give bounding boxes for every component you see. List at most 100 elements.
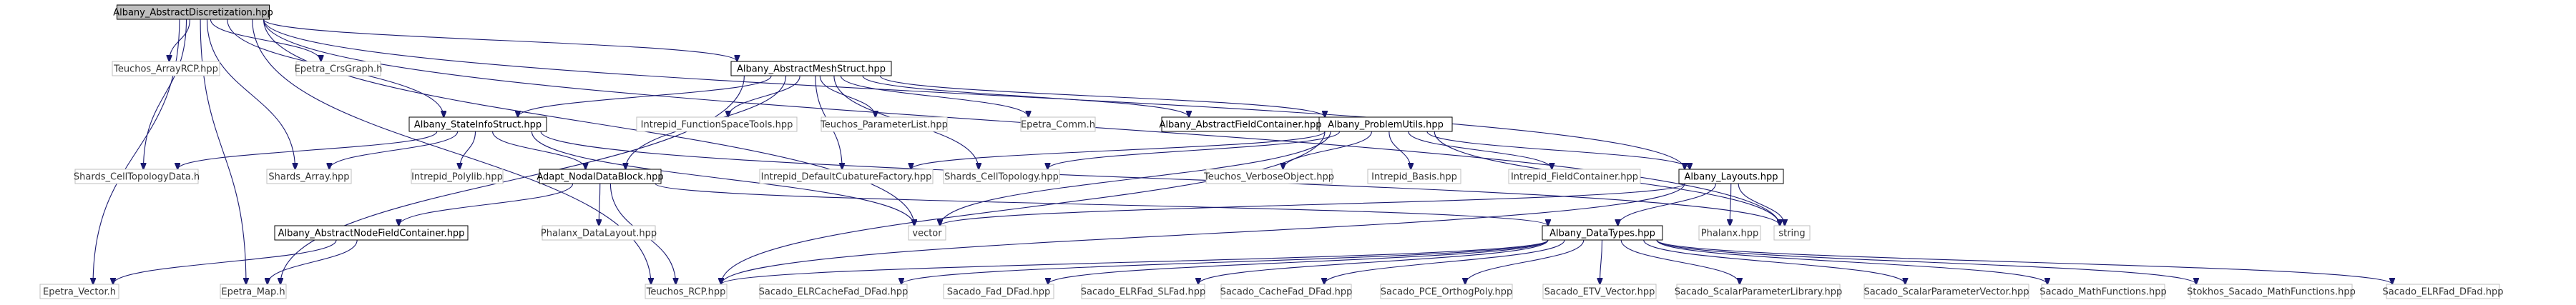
node-label-em: Epetra_Map.h — [221, 287, 285, 298]
node-afc[interactable]: Albany_AbstractFieldContainer.hpp — [1160, 116, 1322, 132]
edge-dt-to-s9 — [1656, 239, 2047, 284]
node-ev: Epetra_Vector.h — [39, 284, 119, 299]
edge-ams-to-ifst — [728, 75, 800, 117]
node-box-idcf — [759, 169, 934, 184]
edge-dt-to-s7 — [1620, 239, 1740, 284]
node-box-ecomm — [1020, 116, 1096, 132]
edge-pu-to-sct — [1047, 131, 1341, 169]
node-s3: Sacado_ELRFad_SLFad.hpp — [1081, 284, 1205, 299]
node-box-s10 — [2190, 284, 2353, 299]
node-label-ifc: Intrepid_FieldContainer.hpp — [1511, 172, 1638, 183]
node-box-pdl — [542, 225, 656, 241]
node-str: string — [1773, 225, 1811, 241]
node-ndb[interactable]: Adapt_NodalDataBlock.hpp — [537, 169, 664, 184]
node-label-ipl: Intrepid_Polylib.hpp — [411, 172, 503, 183]
node-dt[interactable]: Albany_DataTypes.hpp — [1542, 225, 1663, 241]
edge-pu-to-ib — [1389, 131, 1411, 169]
node-s1: Sacado_ELRCacheFad_DFad.hpp — [759, 284, 909, 299]
node-box-anfc — [274, 225, 469, 241]
edge-root-to-vec — [263, 19, 915, 226]
node-label-sis: Albany_StateInfoStruct.hpp — [414, 120, 542, 131]
node-ifc: Intrepid_FieldContainer.hpp — [1508, 169, 1641, 184]
edge-dt-to-s4 — [1324, 239, 1565, 284]
node-label-ecomm: Epetra_Comm.h — [1021, 120, 1095, 131]
node-label-trcpp: Teuchos_RCP.hpp — [646, 287, 726, 298]
node-label-ib: Intrepid_Basis.hpp — [1371, 172, 1457, 183]
node-box-dt — [1542, 225, 1663, 241]
node-sa: Shards_Array.hpp — [266, 169, 352, 184]
node-s7: Sacado_ScalarParameterLibrary.hpp — [1675, 284, 1842, 299]
node-ipl: Intrepid_Polylib.hpp — [411, 169, 504, 184]
edge-dt-to-s10 — [1656, 239, 2196, 284]
edge-lay-to-ph — [1730, 183, 1731, 226]
edge-lay-to-vec — [940, 183, 1685, 226]
node-box-str — [1773, 225, 1811, 241]
node-box-s11 — [2386, 284, 2500, 299]
node-box-scd — [74, 169, 199, 184]
node-box-ph — [1698, 225, 1761, 241]
node-ams[interactable]: Albany_AbstractMeshStruct.hpp — [730, 61, 892, 76]
node-label-lay: Albany_Layouts.hpp — [1685, 172, 1778, 183]
node-box-tvo — [1205, 169, 1333, 184]
node-box-sct — [943, 169, 1060, 184]
edge-sis-to-str — [540, 131, 1780, 226]
node-box-lay — [1678, 169, 1784, 184]
edge-sis-to-ipl — [459, 131, 476, 169]
node-label-idcf: Intrepid_DefaultCubatureFactory.hpp — [761, 172, 932, 183]
node-label-pdl: Phalanx_DataLayout.hpp — [541, 229, 657, 239]
node-s10: Stokhos_Sacado_MathFunctions.hpp — [2187, 284, 2356, 299]
node-label-dt: Albany_DataTypes.hpp — [1549, 229, 1655, 239]
node-label-ecg: Epetra_CrsGraph.h — [295, 64, 383, 75]
node-lay[interactable]: Albany_Layouts.hpp — [1678, 169, 1784, 184]
node-box-s9 — [2041, 284, 2165, 299]
node-label-s7: Sacado_ScalarParameterLibrary.hpp — [1675, 287, 1842, 298]
node-sis[interactable]: Albany_StateInfoStruct.hpp — [408, 116, 547, 132]
edge-ams-to-em — [280, 75, 745, 284]
edge-dt-to-s6 — [1600, 239, 1602, 284]
node-box-trcpp — [645, 284, 728, 299]
node-trcpp: Teuchos_RCP.hpp — [645, 284, 728, 299]
edge-anfc-to-em — [268, 239, 358, 284]
edge-root-to-ecg — [210, 19, 320, 61]
node-label-s3: Sacado_ELRFad_SLFad.hpp — [1081, 287, 1205, 298]
node-label-ndb: Adapt_NodalDataBlock.hpp — [537, 172, 663, 183]
node-box-s5 — [1380, 284, 1513, 299]
node-label-pu: Albany_ProblemUtils.hpp — [1328, 120, 1444, 131]
node-label-s1: Sacado_ELRCacheFad_DFad.hpp — [759, 287, 909, 298]
node-s6: Sacado_ETV_Vector.hpp — [1542, 284, 1657, 299]
node-root[interactable]: Albany_AbstractDiscretization.hpp — [113, 4, 273, 20]
edge-root-to-lay — [263, 19, 1685, 169]
node-label-str: string — [1778, 229, 1805, 239]
edge-dt-to-s1 — [901, 239, 1549, 284]
edge-dt-to-s2 — [1048, 239, 1549, 284]
node-box-tpl — [821, 116, 948, 132]
node-box-s8 — [1864, 284, 2029, 299]
edge-ams-to-sis — [518, 75, 772, 117]
edge-root-to-ams — [263, 19, 738, 61]
node-box-sis — [408, 116, 547, 132]
node-box-s2 — [943, 284, 1054, 299]
node-label-s6: Sacado_ETV_Vector.hpp — [1544, 287, 1655, 298]
node-trcp: Teuchos_ArrayRCP.hpp — [112, 61, 220, 76]
node-ib: Intrepid_Basis.hpp — [1367, 169, 1461, 184]
edge-root-to-trcpp — [252, 19, 651, 284]
node-label-s9: Sacado_MathFunctions.hpp — [2039, 287, 2167, 298]
edge-root-to-scd — [143, 19, 187, 169]
edge-pu-to-vec — [940, 131, 1331, 226]
node-s9: Sacado_MathFunctions.hpp — [2039, 284, 2167, 299]
node-pu[interactable]: Albany_ProblemUtils.hpp — [1318, 116, 1453, 132]
node-anfc[interactable]: Albany_AbstractNodeFieldContainer.hpp — [274, 225, 469, 241]
node-label-s10: Stokhos_Sacado_MathFunctions.hpp — [2187, 287, 2356, 298]
edge-dt-to-trcpp — [721, 239, 1549, 284]
edge-dt-to-s5 — [1465, 239, 1585, 284]
node-box-s6 — [1542, 284, 1657, 299]
edge-ams-to-ecomm — [840, 75, 1028, 117]
node-box-s7 — [1676, 284, 1841, 299]
node-label-s8: Sacado_ScalarParameterVector.hpp — [1864, 287, 2029, 298]
node-box-s3 — [1081, 284, 1205, 299]
node-tvo: Teuchos_VerboseObject.hpp — [1203, 169, 1334, 184]
node-box-root — [117, 4, 270, 20]
node-box-ev — [39, 284, 119, 299]
node-box-ib — [1367, 169, 1461, 184]
